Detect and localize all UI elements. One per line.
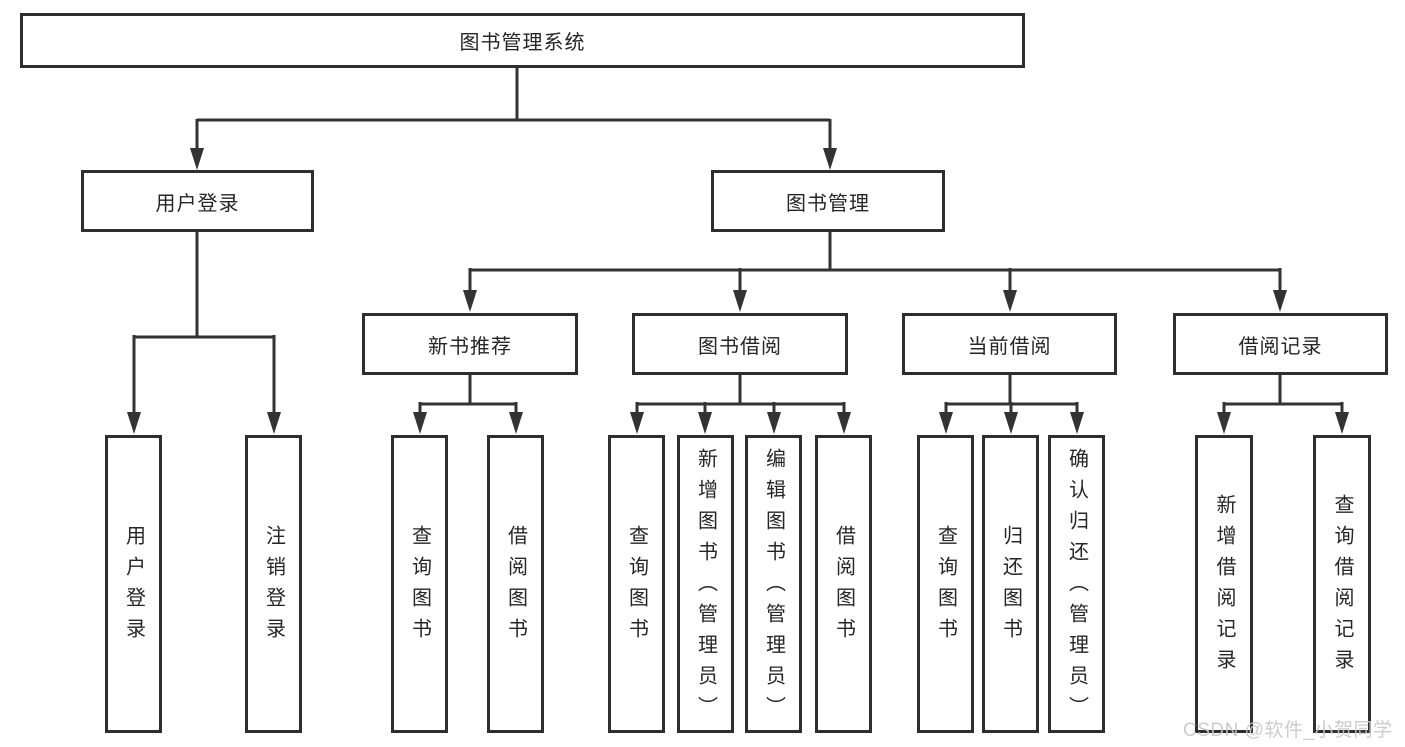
node-current-borrowing-label: 当前借阅	[967, 335, 1052, 358]
leaf-records-add-record-label: 新增借阅记录	[1213, 494, 1235, 680]
leaf-borrow-add-books-admin-label: 新增图书（管理员）	[694, 447, 717, 727]
leaf-borrow-add-books-admin: 新增图书（管理员）	[677, 435, 734, 733]
node-user-login-label: 用户登录	[155, 192, 240, 215]
connector-bookmgmt-to-level3	[463, 232, 1287, 312]
connector-login-to-leaves	[127, 232, 281, 434]
leaf-current-return-books-label: 归还图书	[999, 525, 1022, 649]
leaf-borrow-borrow-books-label: 借阅图书	[832, 525, 855, 649]
leaf-recommend-borrow-books: 借阅图书	[487, 435, 544, 733]
node-book-borrowing: 图书借阅	[632, 313, 848, 375]
leaf-borrow-edit-books-admin: 编辑图书（管理员）	[745, 435, 802, 733]
leaf-borrow-edit-books-admin-label: 编辑图书（管理员）	[762, 447, 785, 727]
leaf-user-login-label: 用户登录	[122, 525, 145, 649]
leaf-borrow-borrow-books: 借阅图书	[815, 435, 872, 733]
node-borrowing-records-label: 借阅记录	[1238, 335, 1323, 358]
connector-recommend-to-leaves	[413, 375, 523, 434]
node-user-login: 用户登录	[81, 170, 314, 232]
connector-root-to-level2	[190, 68, 837, 170]
leaf-records-query-record: 查询借阅记录	[1313, 435, 1371, 733]
csdn-watermark: CSDN @软件_小贺同学	[1183, 720, 1393, 741]
leaf-current-confirm-return-admin-label: 确认归还（管理员）	[1065, 447, 1088, 727]
node-new-book-recommend-label: 新书推荐	[428, 335, 512, 358]
leaf-user-login: 用户登录	[105, 435, 162, 733]
connector-borrow-to-leaves	[630, 375, 851, 434]
connector-current-to-leaves	[939, 375, 1084, 434]
node-root: 图书管理系统	[20, 13, 1025, 68]
leaf-current-confirm-return-admin: 确认归还（管理员）	[1048, 435, 1105, 733]
node-current-borrowing: 当前借阅	[902, 313, 1117, 375]
leaf-recommend-query-books-label: 查询图书	[408, 525, 431, 649]
node-book-management: 图书管理	[711, 170, 945, 232]
leaf-logout-label: 注销登录	[262, 525, 285, 649]
leaf-current-return-books: 归还图书	[982, 435, 1039, 733]
connector-records-to-leaves	[1217, 375, 1349, 434]
leaf-logout: 注销登录	[245, 435, 302, 733]
leaf-borrow-query-books-label: 查询图书	[625, 525, 648, 649]
leaf-records-query-record-label: 查询借阅记录	[1331, 494, 1353, 680]
leaf-records-add-record: 新增借阅记录	[1195, 435, 1253, 733]
leaf-current-query-books-label: 查询图书	[934, 525, 957, 649]
node-book-borrowing-label: 图书借阅	[698, 335, 782, 358]
leaf-current-query-books: 查询图书	[917, 435, 974, 733]
node-book-management-label: 图书管理	[786, 192, 870, 215]
leaf-recommend-query-books: 查询图书	[391, 435, 448, 733]
node-borrowing-records: 借阅记录	[1173, 313, 1388, 375]
leaf-borrow-query-books: 查询图书	[608, 435, 665, 733]
node-root-label: 图书管理系统	[459, 32, 586, 54]
node-new-book-recommend: 新书推荐	[362, 313, 578, 375]
leaf-recommend-borrow-books-label: 借阅图书	[504, 525, 527, 649]
